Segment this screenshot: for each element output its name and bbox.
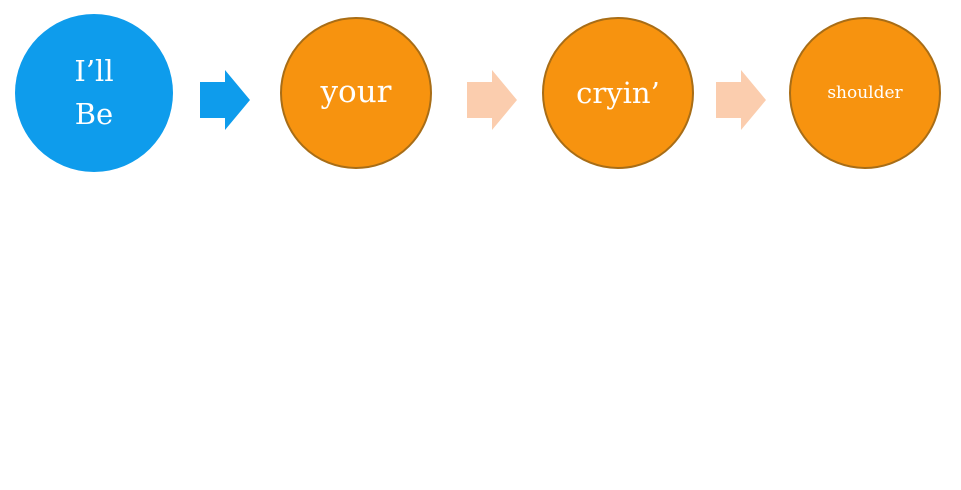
flow-node-cryin[interactable]: cryin’ (542, 17, 694, 169)
node-label: shoulder (827, 82, 903, 103)
flow-node-ill-be[interactable]: I’ll Be (15, 14, 173, 172)
node-label: I’ll Be (74, 50, 113, 136)
right-arrow-icon[interactable] (200, 70, 250, 130)
node-label-line-2: Be (74, 97, 114, 131)
right-arrow-icon[interactable] (716, 70, 766, 130)
flow-node-shoulder[interactable]: shoulder (789, 17, 941, 169)
flow-node-your[interactable]: your (280, 17, 432, 169)
node-label-line-1: I’ll (74, 54, 114, 89)
node-label: your (320, 74, 392, 111)
node-label: cryin’ (576, 75, 660, 110)
right-arrow-icon[interactable] (467, 70, 517, 130)
